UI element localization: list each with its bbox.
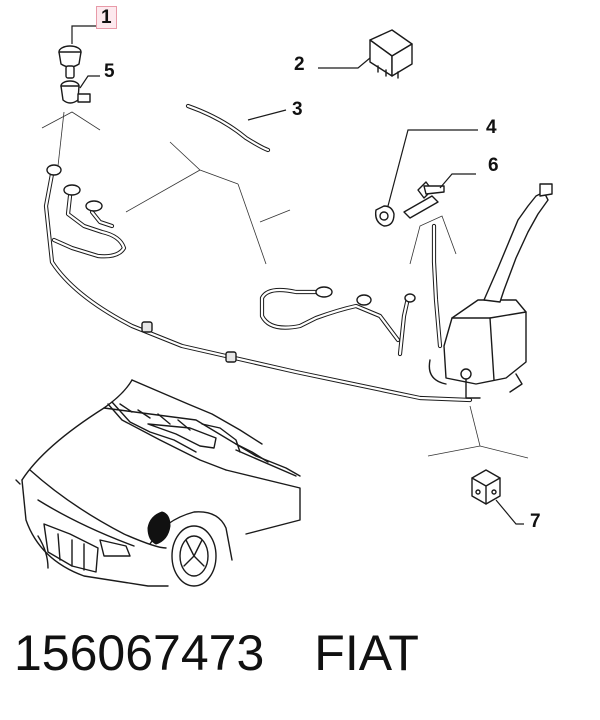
part-7-sensor [471,469,501,505]
callout-label-1: 1 [96,6,117,29]
leader-line-2 [318,57,371,69]
washer-reservoir-tank [428,183,553,399]
part-5-elbow-nozzle [60,80,91,104]
leader-line-5 [79,75,100,89]
callout-label-2: 2 [294,54,305,75]
callout-label-3: 3 [292,99,303,120]
part-number: 156067473 [14,625,265,681]
brand-name: FIAT [314,625,419,681]
part-1-washer-nozzle [58,45,82,79]
guide-lines [41,111,529,459]
footer: 156067473 FIAT [14,628,594,698]
part-6-t-connector [403,181,445,219]
leader-line-3 [247,109,287,121]
leader-line-1 [71,25,98,44]
leader-line-7 [495,499,524,525]
leader-line-6 [439,173,476,189]
right-nozzle-harness [259,223,443,357]
left-nozzle-harness [43,164,473,403]
car-outline [15,379,301,587]
part-3-hose-segment [185,103,271,153]
callout-label-6: 6 [488,155,499,176]
callout-label-4: 4 [486,117,497,138]
part-4-clip [374,205,395,227]
callout-label-7: 7 [530,511,541,532]
leader-line-4 [387,129,478,207]
washer-system-diagram [15,25,553,587]
part-2-relay-box [369,29,413,79]
callout-label-5: 5 [104,61,115,82]
